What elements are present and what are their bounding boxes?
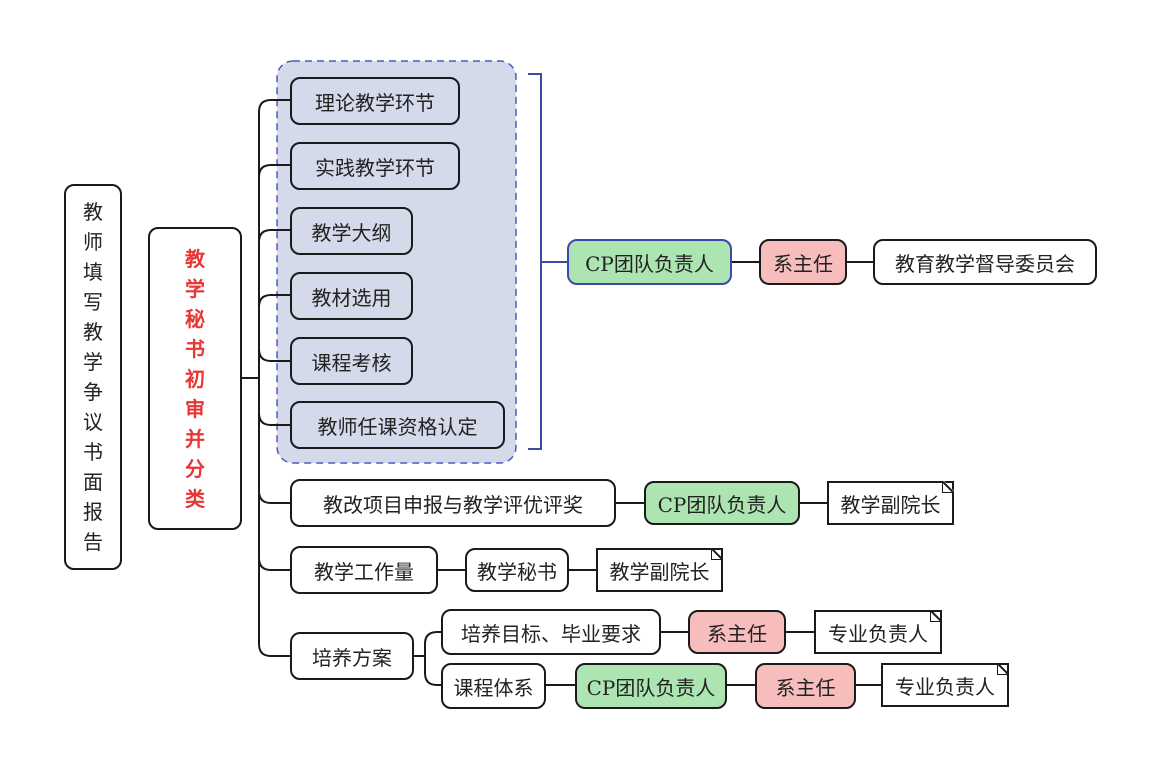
root-char: 书	[83, 440, 103, 464]
category-training-program[interactable]: 培养方案	[290, 632, 414, 680]
doc-fold-icon	[997, 663, 1009, 675]
node-label: 教材选用	[311, 285, 392, 310]
root-char: 教	[83, 320, 103, 344]
root-char: 填	[83, 260, 103, 284]
doc-fold-icon	[930, 610, 942, 622]
node-label: 系主任	[775, 675, 836, 700]
category-workload[interactable]: 教学工作量	[290, 546, 438, 594]
node-label: 教育教学督导委员会	[895, 251, 1075, 276]
node-label: 专业负责人	[828, 621, 928, 646]
category-theory-teaching[interactable]: 理论教学环节	[290, 77, 460, 125]
primary-char: 秘	[185, 306, 205, 331]
connector-b6	[258, 412, 291, 426]
connector-b8	[258, 557, 291, 571]
curriculum-flow-major-head[interactable]: 专业负责人	[881, 663, 1009, 707]
node-label: 理论教学环节	[315, 90, 435, 115]
goals-flow-major-head[interactable]: 专业负责人	[814, 610, 942, 654]
root-char: 议	[83, 410, 103, 434]
node-label: 教学秘书	[477, 559, 557, 584]
primary-char: 学	[185, 276, 205, 301]
program-sub-goals[interactable]: 培养目标、毕业要求	[441, 609, 661, 655]
category-syllabus[interactable]: 教学大纲	[290, 207, 413, 255]
connector-b3	[258, 229, 291, 243]
root-char: 写	[83, 290, 103, 314]
primary-char: 并	[185, 426, 205, 451]
category-practice-teaching[interactable]: 实践教学环节	[290, 142, 460, 190]
reform-flow-vice-dean[interactable]: 教学副院长	[827, 481, 954, 525]
node-label: 教学副院长	[840, 492, 941, 517]
doc-fold-icon	[942, 481, 954, 493]
primary-node[interactable]: 教 学 秘 书 初 审 并 分 类	[148, 227, 242, 530]
node-label: 课程考核	[311, 350, 392, 375]
goals-flow-dept-head[interactable]: 系主任	[688, 610, 786, 654]
node-label: 培养方案	[312, 645, 392, 670]
connector-b2	[258, 164, 291, 178]
primary-char: 类	[185, 486, 205, 511]
node-label: CP团队负责人	[657, 492, 787, 517]
root-node[interactable]: 教 师 填 写 教 学 争 议 书 面 报 告	[64, 184, 122, 570]
connector-b4	[258, 294, 291, 308]
reform-flow-cp-leader[interactable]: CP团队负责人	[644, 481, 800, 525]
group-flow-cp-leader[interactable]: CP团队负责人	[567, 239, 732, 285]
node-label: 系主任	[707, 621, 767, 646]
node-label: 专业负责人	[895, 674, 995, 699]
group-flow-dept-head[interactable]: 系主任	[759, 239, 847, 285]
category-assessment[interactable]: 课程考核	[290, 337, 413, 385]
root-char: 告	[83, 530, 103, 554]
node-label: 课程体系	[453, 675, 534, 700]
trunk-line	[258, 112, 291, 657]
node-label: 实践教学环节	[315, 155, 435, 180]
group-flow-supervision-committee[interactable]: 教育教学督导委员会	[873, 239, 1097, 285]
node-label: CP团队负责人	[586, 675, 716, 700]
node-label: 系主任	[773, 251, 833, 276]
root-char: 争	[83, 380, 103, 404]
node-label: 培养目标、毕业要求	[461, 621, 641, 646]
primary-char: 审	[185, 396, 205, 421]
root-char: 面	[83, 470, 103, 494]
node-label: 教学副院长	[609, 559, 710, 584]
connector-p2	[424, 656, 443, 686]
root-char: 教	[83, 200, 103, 224]
workload-flow-secretary[interactable]: 教学秘书	[465, 548, 569, 592]
curriculum-flow-dept-head[interactable]: 系主任	[755, 663, 856, 709]
root-char: 学	[83, 350, 103, 374]
primary-char: 初	[185, 366, 205, 391]
connector-b7	[258, 490, 291, 504]
group-bracket	[528, 73, 542, 450]
node-label: 教改项目申报与教学评优评奖	[323, 492, 583, 517]
curriculum-flow-cp-leader[interactable]: CP团队负责人	[575, 663, 727, 709]
root-char: 师	[83, 230, 103, 254]
node-label: 教师任课资格认定	[317, 414, 478, 439]
workload-flow-vice-dean[interactable]: 教学副院长	[596, 548, 723, 592]
node-label: CP团队负责人	[585, 251, 714, 276]
category-textbook[interactable]: 教材选用	[290, 272, 413, 320]
node-label: 教学工作量	[314, 559, 414, 584]
primary-char: 分	[185, 456, 205, 481]
primary-char: 教	[185, 246, 205, 271]
connector-p1	[424, 631, 443, 656]
category-qualification[interactable]: 教师任课资格认定	[290, 401, 505, 449]
root-char: 报	[83, 500, 103, 524]
connector-b5	[258, 348, 291, 362]
program-sub-curriculum[interactable]: 课程体系	[441, 663, 546, 709]
category-reform-awards[interactable]: 教改项目申报与教学评优评奖	[290, 479, 616, 527]
node-label: 教学大纲	[311, 220, 392, 245]
connector-b1	[258, 99, 291, 113]
doc-fold-icon	[711, 548, 723, 560]
primary-char: 书	[185, 336, 205, 361]
